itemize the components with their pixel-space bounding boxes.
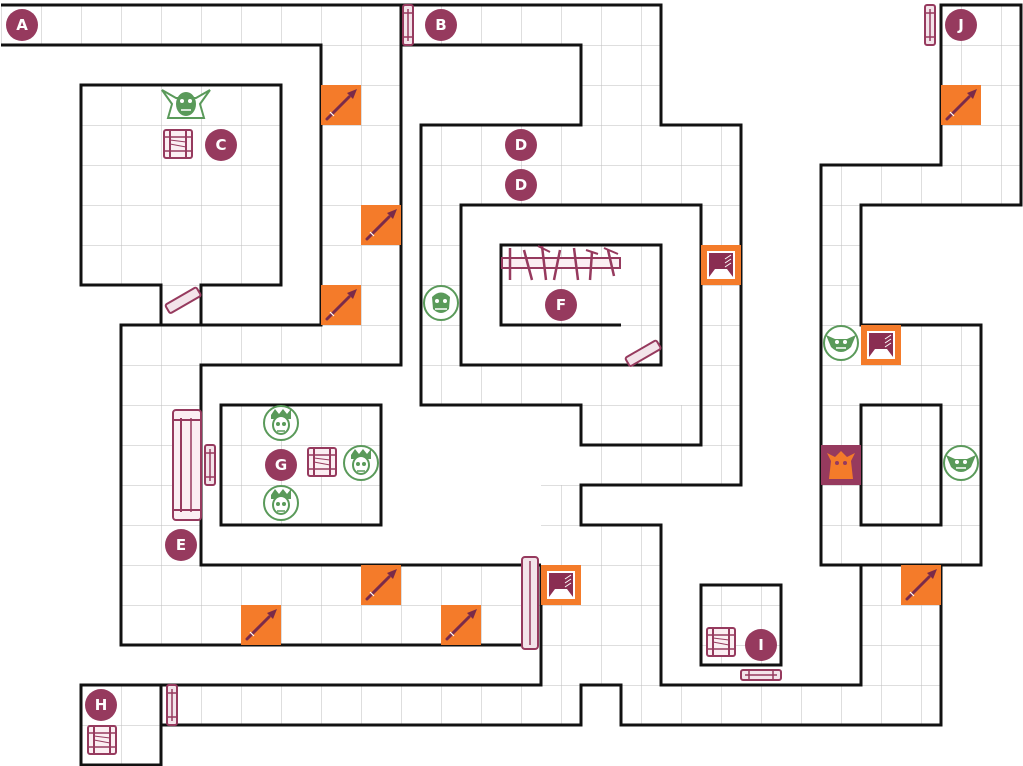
- spear-trap-icon: [359, 203, 403, 247]
- marker-d-2: D: [505, 169, 537, 201]
- svg-text:B: B: [435, 16, 446, 34]
- svg-text:G: G: [275, 456, 287, 474]
- pit-trap-icon: [700, 244, 742, 286]
- spear-trap-icon: [899, 563, 943, 607]
- svg-text:E: E: [176, 536, 186, 554]
- marker-e: E: [165, 529, 197, 561]
- marker-c: C: [205, 129, 237, 161]
- treasure-chest-icon: [87, 725, 117, 755]
- door-icon: [521, 556, 539, 650]
- marker-b: B: [425, 9, 457, 41]
- furniture: [87, 129, 736, 755]
- spear-trap-icon: [319, 283, 363, 327]
- marker-d-1: D: [505, 129, 537, 161]
- svg-text:H: H: [95, 696, 108, 714]
- chaos-warrior-icon: [821, 445, 861, 485]
- pit-trap-icon: [540, 564, 582, 606]
- door-icon: [740, 669, 782, 681]
- throne-icon: [172, 409, 202, 521]
- doors[interactable]: [164, 4, 936, 726]
- skeleton-icon: [343, 445, 379, 481]
- door-icon: [204, 444, 216, 486]
- weapon-rack-icon: [501, 245, 621, 281]
- room-markers[interactable]: A B C D D E F G H I J: [6, 9, 977, 721]
- door-icon: [164, 286, 202, 314]
- svg-text:I: I: [758, 636, 764, 654]
- skeleton-icon: [263, 405, 299, 441]
- door-icon: [166, 684, 178, 726]
- goblin-icon: [943, 445, 979, 481]
- door-icon: [402, 4, 414, 46]
- svg-text:J: J: [957, 16, 964, 34]
- marker-f: F: [545, 289, 577, 321]
- chaos-warlord-icon: [161, 89, 211, 119]
- monsters[interactable]: [161, 89, 979, 521]
- floor-areas: [1, 5, 1021, 765]
- svg-text:F: F: [556, 296, 566, 314]
- pit-trap-icon: [860, 324, 902, 366]
- svg-text:A: A: [16, 16, 28, 34]
- svg-text:C: C: [215, 136, 226, 154]
- skeleton-icon: [263, 485, 299, 521]
- treasure-chest-icon: [163, 129, 193, 159]
- spear-trap-icon: [359, 563, 403, 607]
- marker-j: J: [945, 9, 977, 41]
- walls: [1, 3, 1023, 766]
- svg-text:D: D: [515, 136, 527, 154]
- marker-a: A: [6, 9, 38, 41]
- marker-h: H: [85, 689, 117, 721]
- marker-g: G: [265, 449, 297, 481]
- orc-icon: [423, 285, 459, 321]
- treasure-chest-icon: [307, 447, 337, 477]
- door-icon: [624, 339, 662, 367]
- spear-trap-icon: [319, 83, 363, 127]
- spear-trap-icon: [439, 603, 483, 647]
- spear-trap-icon: [239, 603, 283, 647]
- svg-text:D: D: [515, 176, 527, 194]
- door-icon: [924, 4, 936, 46]
- marker-i: I: [745, 629, 777, 661]
- spear-trap-icon: [939, 83, 983, 127]
- goblin-icon: [823, 325, 859, 361]
- treasure-chest-icon: [706, 627, 736, 657]
